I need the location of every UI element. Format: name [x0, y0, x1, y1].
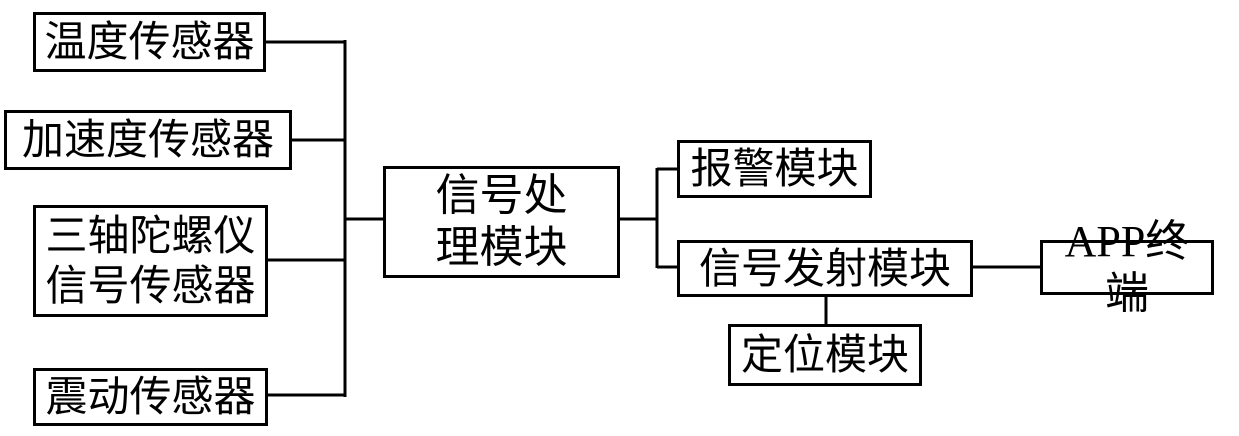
signal-processing-label-line1: 信号处 — [436, 170, 568, 222]
app-terminal-label: APP终端 — [1043, 216, 1211, 320]
app-terminal-box: APP终端 — [1040, 240, 1214, 295]
acceleration-sensor-label: 加速度传感器 — [22, 115, 274, 165]
gyro-sensor-label-line2: 信号传感器 — [45, 261, 255, 311]
vibration-sensor-label: 震动传感器 — [45, 372, 255, 422]
gyro-sensor-box: 三轴陀螺仪 信号传感器 — [33, 205, 268, 317]
alarm-module-label: 报警模块 — [690, 144, 858, 194]
acceleration-sensor-box: 加速度传感器 — [4, 110, 292, 170]
signal-processing-box: 信号处 理模块 — [383, 166, 620, 278]
vibration-sensor-box: 震动传感器 — [33, 368, 268, 426]
transmitter-module-label: 信号发射模块 — [699, 244, 951, 294]
temperature-sensor-label: 温度传感器 — [44, 17, 254, 67]
positioning-module-box: 定位模块 — [728, 324, 922, 386]
gyro-sensor-label-line1: 三轴陀螺仪 — [45, 211, 255, 261]
temperature-sensor-box: 温度传感器 — [33, 12, 266, 72]
transmitter-module-box: 信号发射模块 — [677, 240, 973, 297]
positioning-module-label: 定位模块 — [741, 330, 909, 380]
signal-processing-label-line2: 理模块 — [436, 222, 568, 274]
alarm-module-box: 报警模块 — [677, 140, 872, 198]
